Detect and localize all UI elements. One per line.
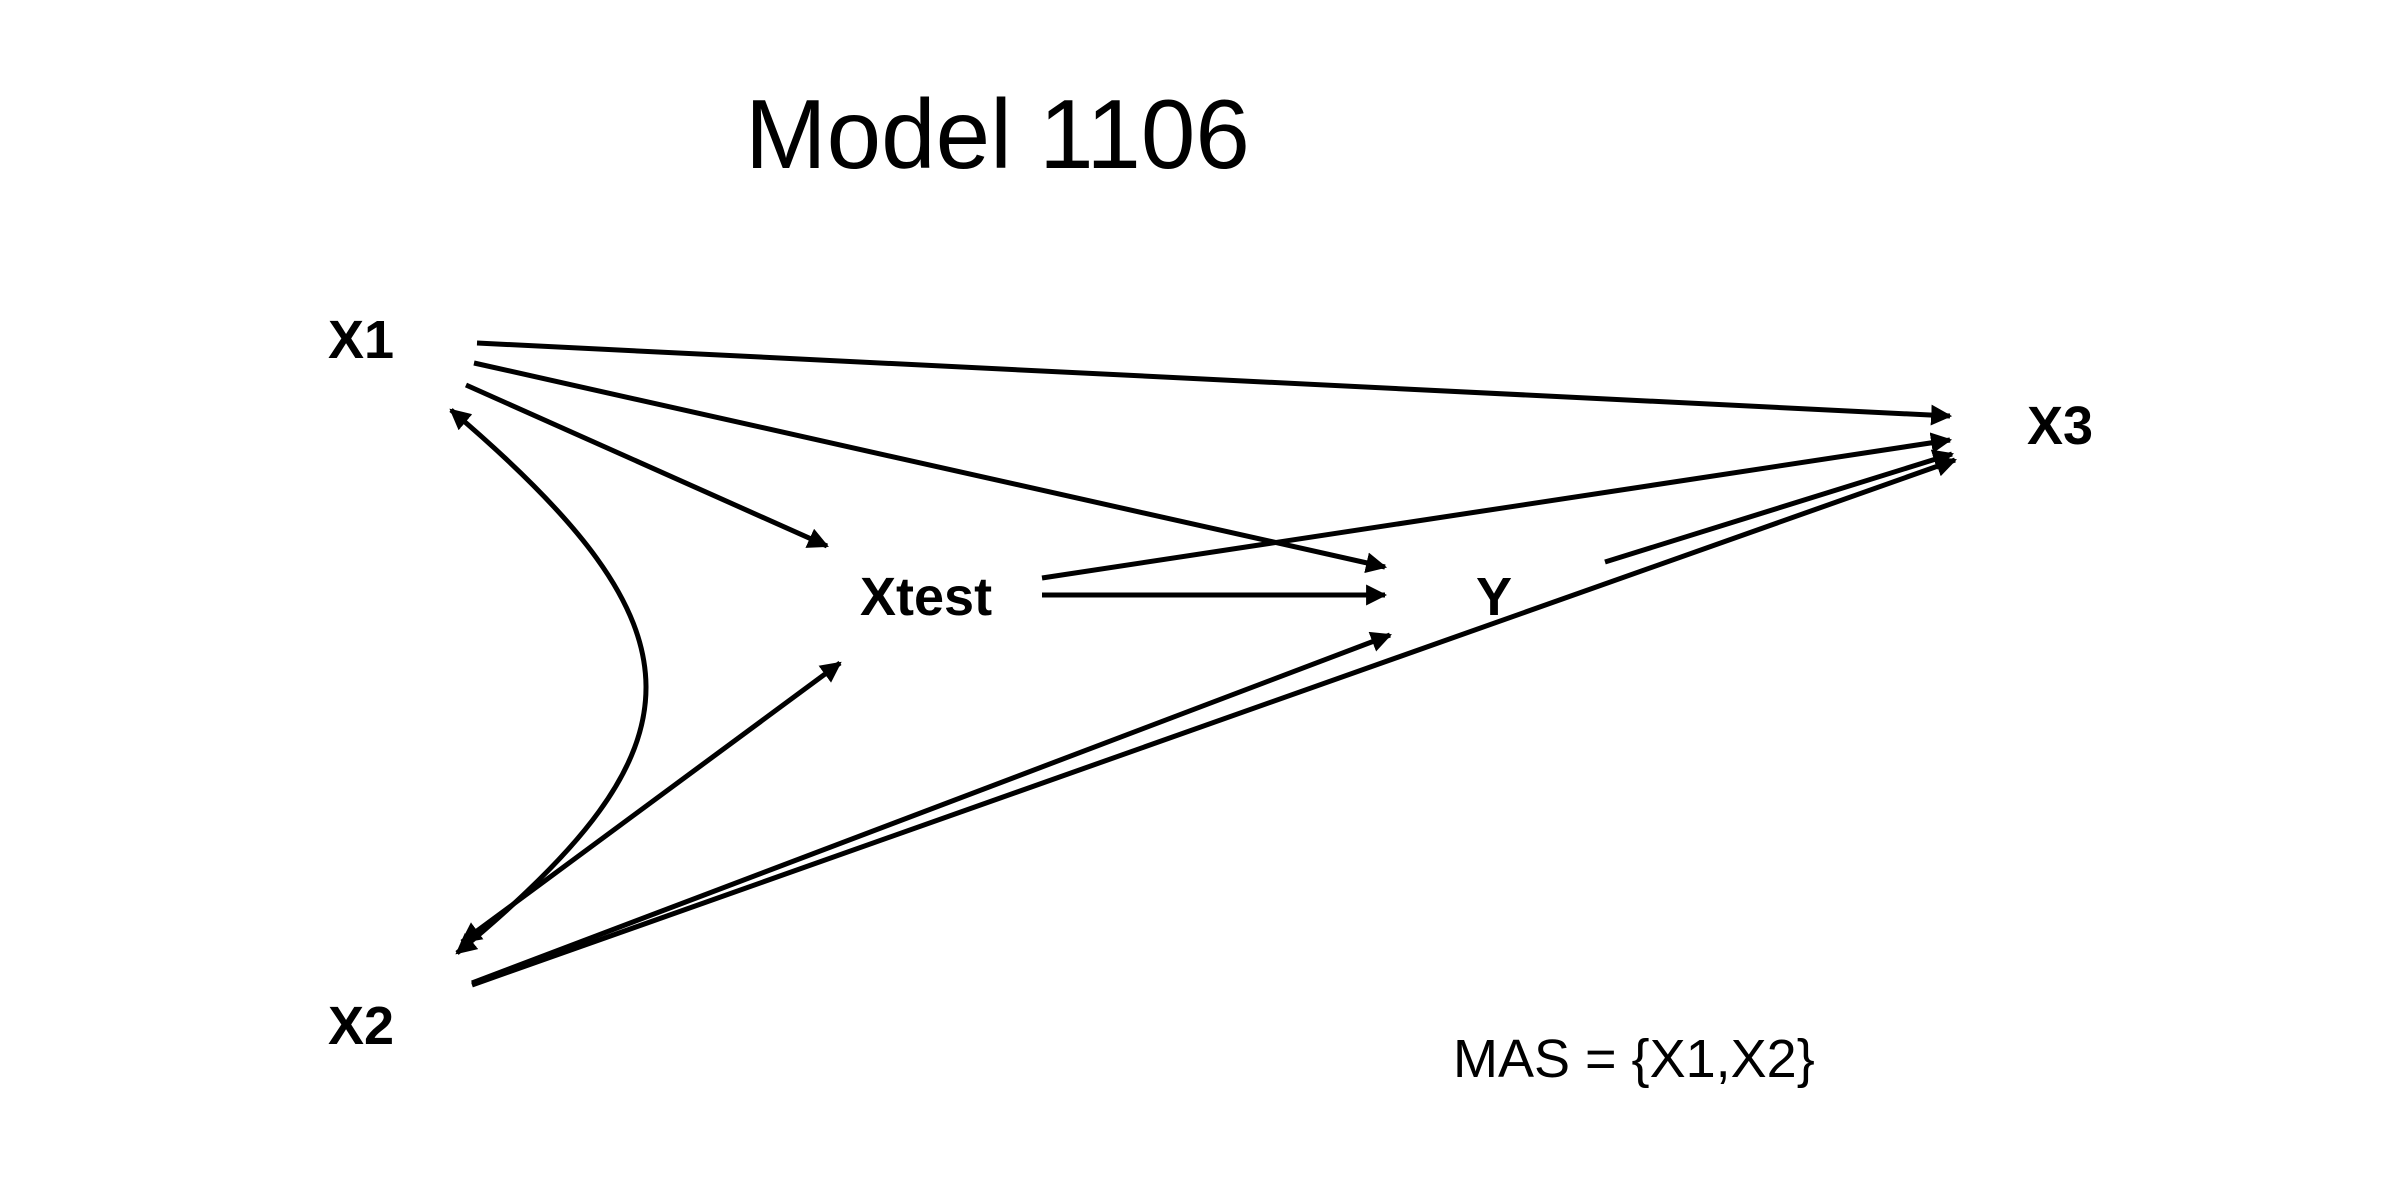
node-x3: X3 [2027,396,2093,456]
edges [449,340,1957,988]
node-xtest: Xtest [860,567,992,627]
diagram-title: Model 1106 [745,79,1250,189]
node-x1: X1 [328,310,394,370]
node-x2: X2 [328,996,394,1056]
edge-x1-to-xtest [464,382,829,549]
edge-x1-to-x3 [476,340,1953,426]
edge-xtest-to-x3 [1041,432,1953,581]
edge-x2-to-x3 [471,456,1957,988]
mas-note: MAS = {X1,X2} [1453,1029,1815,1089]
node-y: Y [1476,567,1512,627]
edge-y-to-x3 [1604,449,1955,565]
edge-x2-to-xtest [460,660,842,945]
edge-x2-to-y [471,631,1392,986]
edge-x1-to-y [473,360,1388,574]
edge-x1-to-x2 [449,408,649,955]
nodes: X1 X2 X3 Xtest Y [328,310,2093,1056]
